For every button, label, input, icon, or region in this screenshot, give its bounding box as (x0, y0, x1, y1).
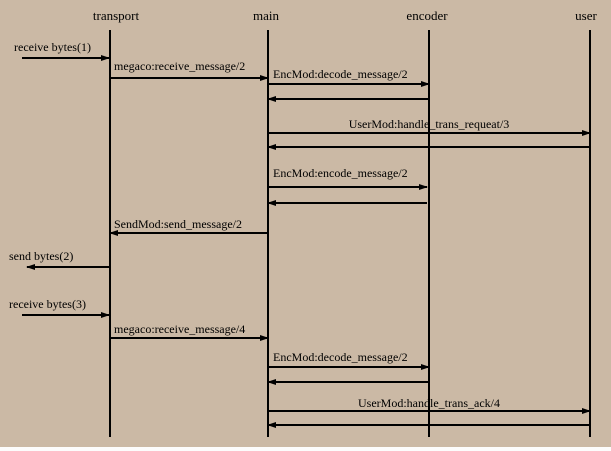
bottom-edge (0, 447, 611, 451)
message-label: send bytes(2) (9, 249, 74, 263)
message-arrow (268, 83, 429, 85)
return-arrow (268, 202, 427, 204)
message-arrow (268, 186, 427, 188)
return-arrow (268, 146, 590, 148)
actor-label-main: main (253, 8, 279, 23)
actor-label-encoder: encoder (406, 8, 448, 23)
message-label: receive bytes(3) (9, 297, 86, 311)
message-arrow (110, 337, 268, 339)
return-arrow (268, 424, 590, 426)
actor-label-transport: transport (92, 8, 140, 23)
lifeline-user (589, 30, 591, 437)
actor-label-user: user (575, 8, 597, 23)
message-label: EncMod:decode_message/2 (273, 67, 408, 81)
message-arrow (110, 77, 268, 79)
message-arrow (268, 410, 590, 412)
lifeline-main (267, 30, 269, 437)
message-label: receive bytes(1) (14, 40, 91, 54)
return-arrow (268, 381, 429, 383)
message-arrow (268, 366, 429, 368)
message-label: megaco:receive_message/2 (114, 59, 246, 73)
message-label: EncMod:decode_message/2 (273, 350, 408, 364)
lifeline-encoder (428, 30, 430, 437)
message-label: EncMod:encode_message/2 (273, 166, 408, 180)
message-label: SendMod:send_message/2 (114, 217, 242, 231)
message-arrow (110, 232, 268, 234)
message-arrow (22, 314, 109, 316)
message-label: megaco:receive_message/4 (114, 322, 246, 336)
message-label: UserMod:handle_trans_ack/4 (358, 396, 500, 410)
message-label: UserMod:handle_trans_requeat/3 (348, 117, 510, 131)
return-arrow (268, 98, 429, 100)
message-arrow (27, 266, 110, 268)
message-arrow (22, 57, 109, 59)
message-arrow (268, 132, 590, 134)
